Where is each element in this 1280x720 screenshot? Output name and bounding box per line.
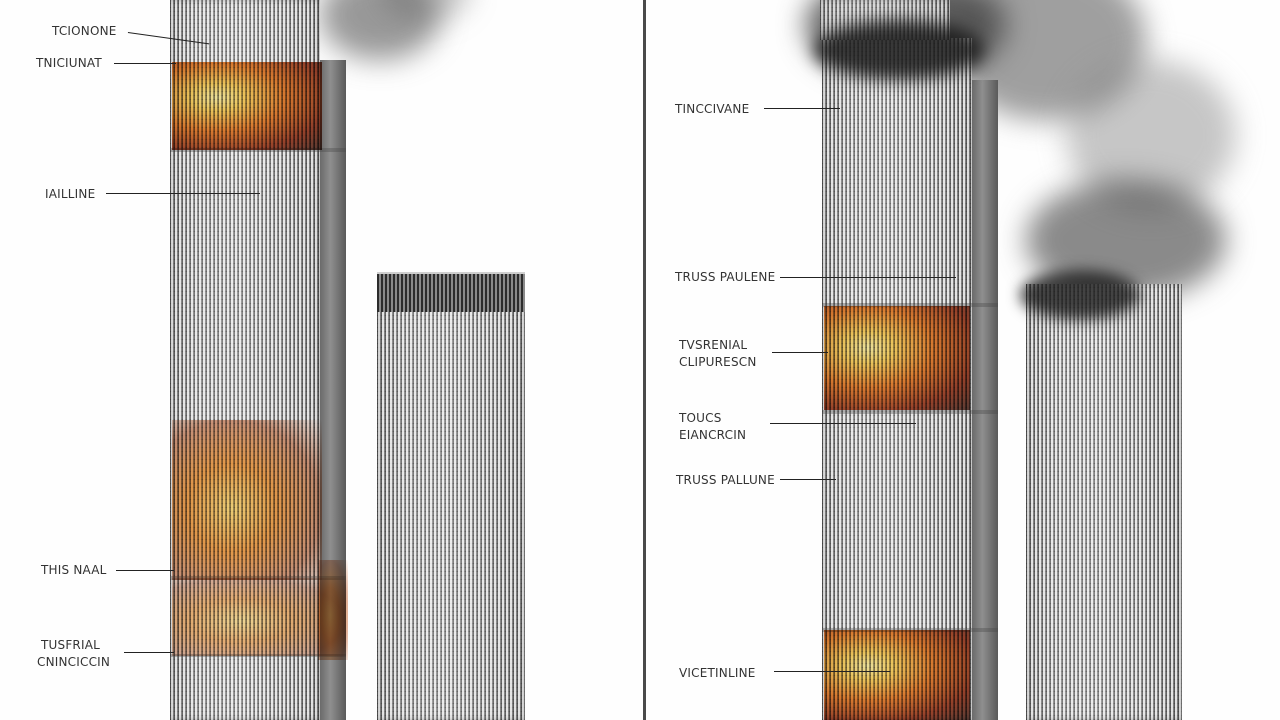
leader-line (772, 352, 828, 353)
leader-line (780, 479, 836, 480)
callout-label: TCIONONE (52, 24, 117, 38)
callout-label: VICETINLINE (679, 666, 756, 680)
leader-line (780, 277, 956, 278)
floor-band (822, 410, 998, 414)
leader-line (114, 63, 176, 64)
callout-label-line2: CLIPURESCN (679, 355, 757, 369)
fire-zone-lower (172, 420, 322, 580)
fire-zone-base (172, 578, 346, 656)
fire-zone-side (318, 560, 348, 660)
callout-label: IAILLINE (45, 187, 96, 201)
callout-label: TRUSS PALLUNE (676, 473, 775, 487)
fire-zone-middle (824, 306, 970, 410)
smoke-top (814, 20, 984, 80)
right-panel: TINCCIVANE TRUSS PAULENE TVSRENIAL CLIPU… (646, 0, 1280, 720)
panel-divider (643, 0, 646, 720)
smoke-top (1020, 270, 1140, 320)
callout-label-line2: CNINCICCIN (37, 655, 111, 669)
tower-short (377, 272, 525, 720)
leader-line (764, 108, 840, 109)
tower-short (1026, 284, 1182, 720)
left-panel: TCIONONE TNICIUNAT IAILLINE THIS NAAL TU… (36, 0, 525, 720)
fire-zone-upper (172, 62, 322, 150)
callout-label: THIS NAAL (41, 563, 107, 577)
fire-zone-lower (824, 630, 970, 720)
floor-band (822, 303, 998, 307)
callout-label-line1: TOUCS (679, 411, 722, 425)
tower-roof (377, 272, 525, 312)
callout-label-line1: TUSFRIAL (41, 638, 101, 652)
leader-line (106, 193, 260, 194)
callout-label: TNICIUNAT (36, 56, 102, 70)
callout-label: TRUSS PAULENE (675, 270, 776, 284)
callout-label-line1: TVSRENIAL (679, 338, 748, 352)
leader-line (774, 671, 890, 672)
callout-label-line2: EIANCRCIN (679, 428, 747, 442)
leader-line (124, 652, 174, 653)
floor-band (170, 148, 346, 152)
smoke-plume (380, 0, 470, 20)
leader-line (116, 570, 174, 571)
callout-label: TINCCIVANE (675, 102, 750, 116)
leader-line (770, 423, 916, 424)
tower-side-face (972, 80, 998, 720)
